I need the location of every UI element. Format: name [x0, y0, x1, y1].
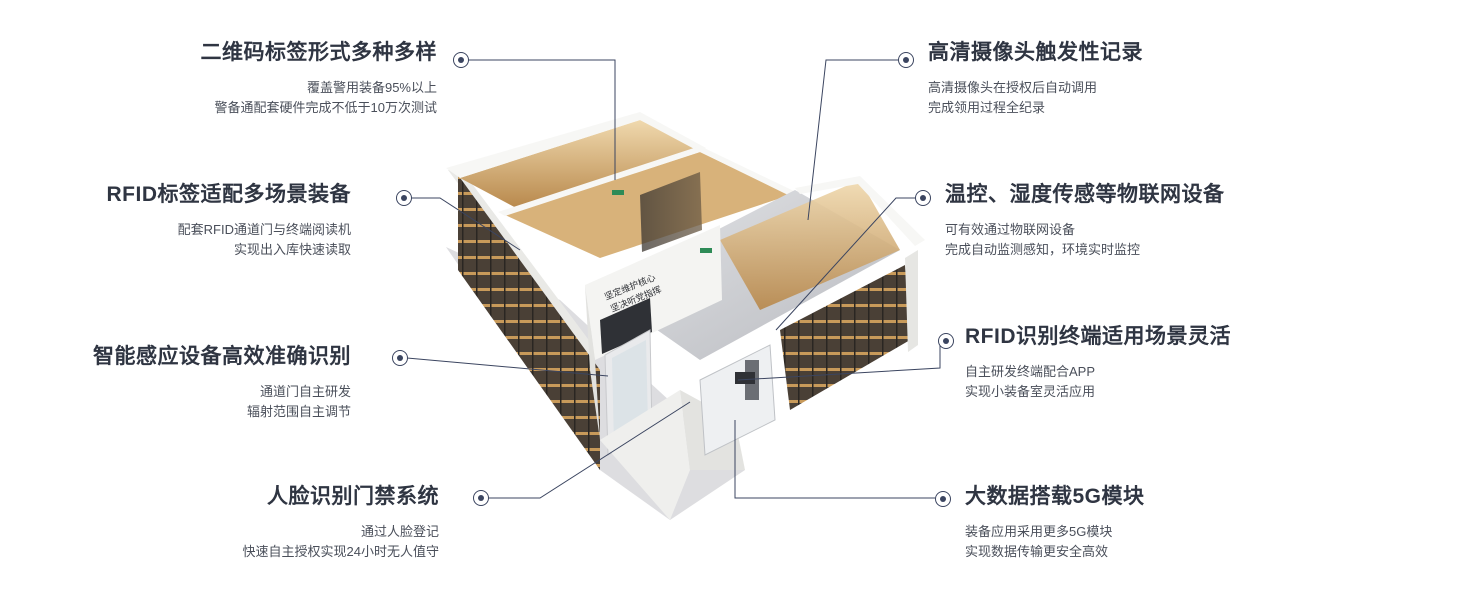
- marker-dot-right-3: [938, 333, 954, 349]
- feature-desc: 配套RFID通道门与终端阅读机 实现出入库快速读取: [107, 220, 351, 260]
- feature-title: RFID标签适配多场景装备: [106, 183, 351, 206]
- connector-left-2: [411, 197, 521, 251]
- feature-desc-line: 完成自动监测感知，环境实时监控: [945, 242, 1141, 257]
- back-shelf-unit: [640, 172, 702, 252]
- feature-desc-line: 覆盖警用装备95%以上: [306, 80, 437, 95]
- wall-display: [600, 298, 652, 354]
- feature-desc-line: 配套RFID通道门与终端阅读机: [177, 222, 351, 237]
- feature-title: 智能感应设备高效准确识别: [93, 345, 351, 368]
- front-lower-wall: [600, 390, 690, 520]
- right-shelving-back: [720, 180, 900, 310]
- connector-left-4: [488, 401, 691, 499]
- feature-hd-camera: 高清摄像头触发性记录 高清摄像头在授权后自动调用 完成领用过程全纪录: [928, 36, 1143, 118]
- feature-title: 温控、湿度传感等物联网设备: [945, 183, 1225, 206]
- outer-left-shelving: [458, 175, 600, 470]
- feature-rfid-tags: RFID标签适配多场景装备 配套RFID通道门与终端阅读机 实现出入库快速读取: [107, 178, 352, 260]
- feature-desc-line: 警备通配套硬件完成不低于10万次测试: [214, 100, 437, 115]
- feature-rfid-terminal: RFID识别终端适用场景灵活 自主研发终端配合APP 实现小装备室灵活应用: [965, 320, 1231, 402]
- feature-big-data-5g: 大数据搭载5G模块 装备应用采用更多5G模块 实现数据传输更安全高效: [965, 480, 1145, 562]
- outer-right-wall: [905, 250, 918, 352]
- connector-right-3: [737, 342, 941, 381]
- feature-title: 大数据搭载5G模块: [965, 485, 1145, 508]
- partition-side: [585, 285, 600, 440]
- feature-smart-sensing: 智能感应设备高效准确识别 通道门自主研发 辐射范围自主调节: [93, 340, 351, 422]
- connector-left-3: [406, 357, 609, 377]
- marker-dot-right-1: [898, 52, 914, 68]
- feature-desc-line: 通过人脸登记: [360, 524, 439, 539]
- feature-desc-line: 实现出入库快速读取: [233, 242, 351, 257]
- outer-right-rim: [795, 176, 925, 246]
- connector-right-4: [734, 420, 935, 499]
- marker-dot-right-4: [935, 491, 951, 507]
- feature-desc-line: 高清摄像头在授权后自动调用: [928, 80, 1098, 95]
- feature-desc: 高清摄像头在授权后自动调用 完成领用过程全纪录: [928, 78, 1143, 118]
- feature-desc-line: 完成领用过程全纪录: [928, 100, 1046, 115]
- feature-desc-line: 通道门自主研发: [259, 384, 351, 399]
- feature-title: RFID识别终端适用场景灵活: [965, 325, 1231, 348]
- marker-dot-left-2: [396, 190, 412, 206]
- marker-dot-right-2: [915, 190, 931, 206]
- feature-desc: 自主研发终端配合APP 实现小装备室灵活应用: [965, 362, 1231, 402]
- connector-left-1: [468, 59, 616, 180]
- terminal-screen: [735, 372, 755, 384]
- feature-title: 二维码标签形式多种多样: [200, 41, 437, 64]
- feature-desc: 通过人脸登记 快速自主授权实现24小时无人值守: [243, 522, 439, 562]
- feature-qr-tags: 二维码标签形式多种多样 覆盖警用装备95%以上 警备通配套硬件完成不低于10万次…: [201, 36, 438, 118]
- feature-desc: 通道门自主研发 辐射范围自主调节: [93, 382, 351, 422]
- feature-desc-line: 可有效通过物联网设备: [945, 222, 1076, 237]
- feature-desc-line: 实现数据传输更安全高效: [965, 544, 1109, 559]
- feature-desc: 覆盖警用装备95%以上 警备通配套硬件完成不低于10万次测试: [201, 78, 437, 118]
- marker-dot-left-4: [473, 490, 489, 506]
- marker-dot-left-3: [392, 350, 408, 366]
- marker-dot-left-1: [453, 52, 469, 68]
- feature-face-access: 人脸识别门禁系统 通过人脸登记 快速自主授权实现24小时无人值守: [243, 480, 439, 562]
- back-room-1-rim: [446, 112, 706, 178]
- feature-desc-line: 快速自主授权实现24小时无人值守: [242, 544, 439, 559]
- feature-desc-line: 自主研发终端配合APP: [965, 364, 1096, 379]
- feature-desc-line: 装备应用采用更多5G模块: [965, 524, 1113, 539]
- feature-desc-line: 辐射范围自主调节: [246, 404, 351, 419]
- exit-sign-2: [700, 248, 712, 253]
- feature-desc: 装备应用采用更多5G模块 实现数据传输更安全高效: [965, 522, 1145, 562]
- feature-title: 高清摄像头触发性记录: [928, 41, 1143, 64]
- feature-title: 人脸识别门禁系统: [267, 485, 439, 508]
- back-room-1-floor: [460, 120, 700, 210]
- feature-iot-sensors: 温控、湿度传感等物联网设备 可有效通过物联网设备 完成自动监测感知，环境实时监控: [945, 178, 1225, 260]
- right-shelving-side: [780, 265, 910, 410]
- feature-desc-line: 实现小装备室灵活应用: [965, 384, 1096, 399]
- exit-sign-1: [612, 190, 624, 195]
- connector-right-1: [807, 59, 898, 221]
- connector-right-2: [775, 197, 918, 331]
- feature-desc: 可有效通过物联网设备 完成自动监测感知，环境实时监控: [945, 220, 1225, 260]
